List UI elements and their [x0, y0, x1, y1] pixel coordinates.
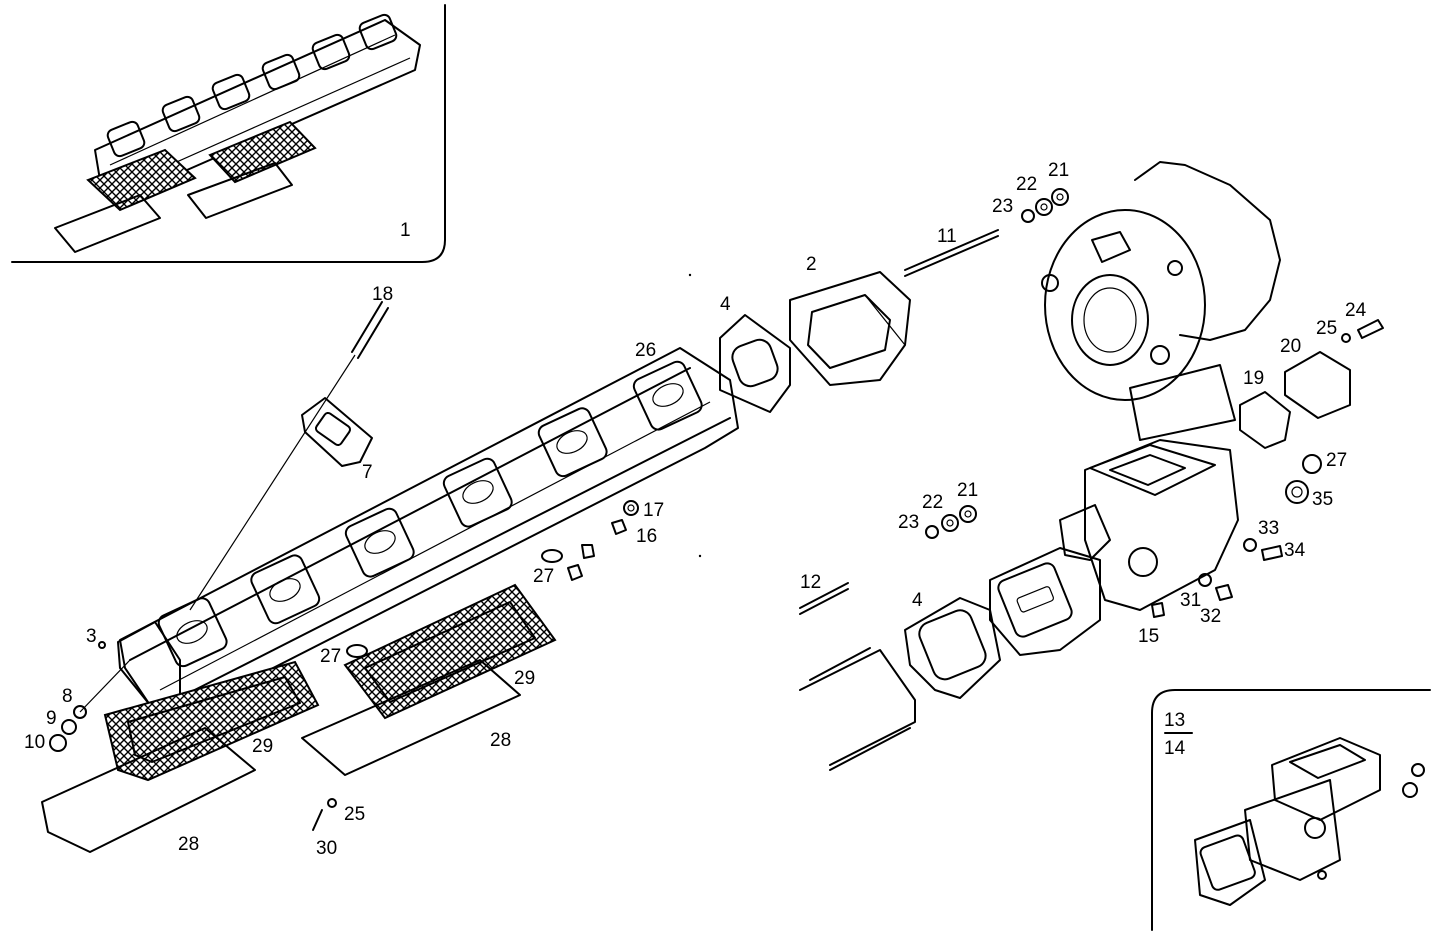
callout-32: 32 — [1200, 606, 1221, 627]
flange-gasket-7 — [301, 397, 373, 467]
callout-34: 34 — [1284, 540, 1306, 561]
turbocharger — [1041, 161, 1281, 441]
exhaust-elbow — [989, 439, 1239, 656]
callout-27-right: 27 — [1326, 450, 1347, 471]
flange-gaskets-19-20 — [1239, 319, 1384, 504]
callout-20: 20 — [1280, 336, 1301, 357]
callout-23-upper: 23 — [992, 196, 1013, 217]
callout-11: 11 — [937, 226, 957, 247]
callout-8: 8 — [62, 686, 73, 707]
callout-27-mid: 27 — [533, 566, 554, 587]
callout-21-lower: 21 — [957, 480, 978, 501]
callout-14: 14 — [1164, 738, 1186, 759]
callout-12: 12 — [800, 572, 821, 593]
callout-16: 16 — [636, 526, 657, 547]
exhaust-manifold — [117, 347, 739, 719]
callout-24: 24 — [1345, 300, 1367, 321]
callout-1: 1 — [400, 220, 411, 241]
callout-23-lower: 23 — [898, 512, 919, 533]
washers-21-22-23-upper — [1021, 188, 1069, 223]
callout-22-upper: 22 — [1016, 174, 1037, 195]
callout-19: 19 — [1243, 368, 1264, 389]
callout-labels: 1 18 7 26 4 2 11 23 22 21 24 25 20 19 27… — [24, 160, 1367, 859]
callout-29-left: 29 — [252, 736, 273, 757]
callout-3: 3 — [86, 626, 97, 647]
callout-10: 10 — [24, 732, 45, 753]
callout-21-upper: 21 — [1048, 160, 1069, 181]
gasket-4-upper — [719, 314, 791, 413]
inset-elbow-variant-13-14 — [1151, 689, 1431, 931]
gasket-29-left — [103, 660, 320, 782]
gasket-4-lower — [904, 597, 1001, 699]
callout-2: 2 — [806, 254, 817, 275]
callout-28-left: 28 — [178, 834, 199, 855]
callout-4-upper: 4 — [720, 294, 731, 315]
callout-4-lower: 4 — [912, 590, 923, 611]
cover-plate-28-right — [301, 659, 521, 776]
callout-17: 17 — [643, 500, 664, 521]
callout-9: 9 — [46, 708, 57, 729]
callout-25-upper: 25 — [1316, 318, 1337, 339]
spacer-2 — [789, 271, 911, 386]
callout-26: 26 — [635, 340, 656, 361]
callout-25-lower: 25 — [344, 804, 365, 825]
hardware-3-8-9-10 — [49, 641, 131, 752]
washers-21-22-23-lower — [925, 505, 977, 539]
callout-28-right: 28 — [490, 730, 511, 751]
gasket-29-right — [343, 583, 557, 720]
callout-15: 15 — [1138, 626, 1159, 647]
callout-27-left: 27 — [320, 646, 341, 667]
inset-manifold-variant-1 — [11, 4, 446, 263]
bolts-and-washers — [312, 500, 639, 831]
callout-30: 30 — [316, 838, 337, 859]
callout-33: 33 — [1258, 518, 1279, 539]
heat-shield — [799, 647, 916, 771]
hardware-15-31-34 — [1151, 538, 1283, 618]
callout-31: 31 — [1180, 590, 1201, 611]
callout-7: 7 — [362, 462, 373, 483]
callout-35: 35 — [1312, 489, 1333, 510]
cover-plate-28-left — [41, 727, 256, 853]
callout-18: 18 — [372, 284, 393, 305]
callout-13: 13 — [1164, 710, 1185, 731]
stud-18 — [189, 301, 389, 611]
stud-12 — [799, 582, 849, 615]
callout-29-right: 29 — [514, 668, 535, 689]
callout-22-lower: 22 — [922, 492, 943, 513]
stud-11 — [904, 229, 999, 277]
